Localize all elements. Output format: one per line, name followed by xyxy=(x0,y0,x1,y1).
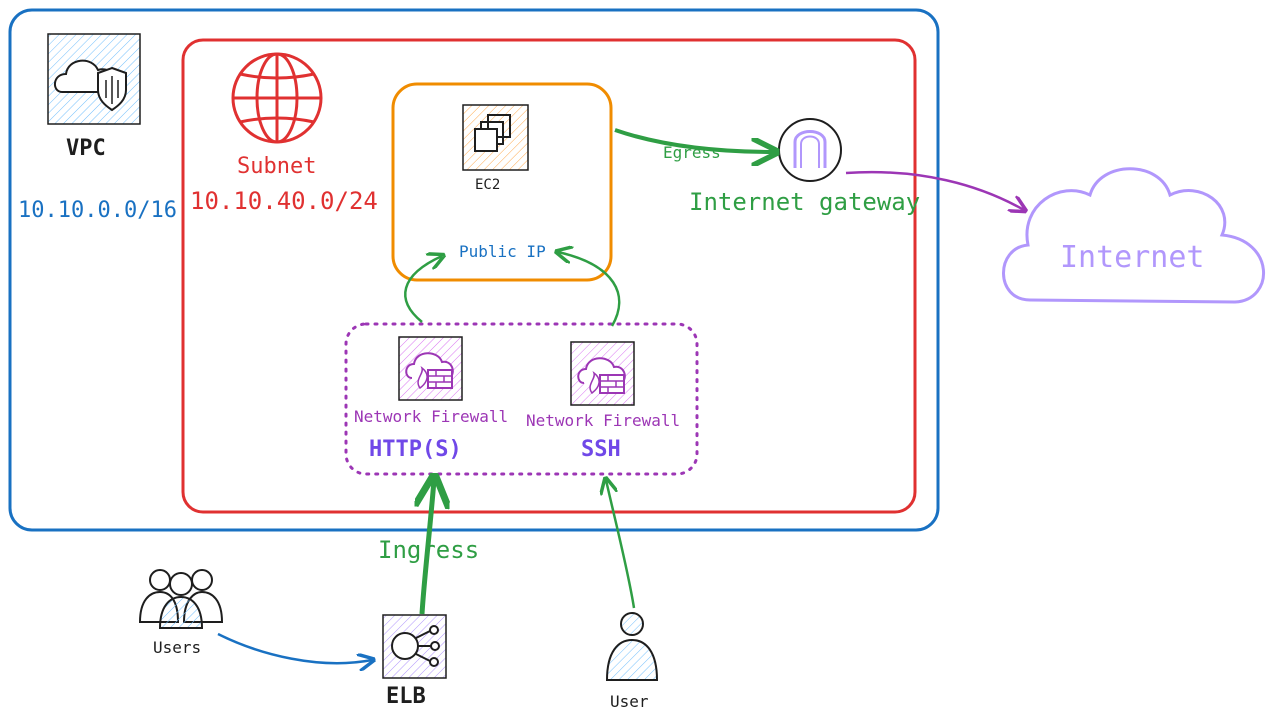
vpc-title: VPC xyxy=(66,136,106,161)
firewall-protocol-http: HTTP(S) xyxy=(369,437,462,462)
internet-gateway-icon xyxy=(778,118,842,182)
vpc-icon xyxy=(47,33,141,125)
users-icon xyxy=(138,569,224,629)
egress-label: Egress xyxy=(663,143,721,162)
elb-icon xyxy=(382,614,447,679)
subnet-boundary xyxy=(181,38,917,514)
fw-http-to-ec2-arrow xyxy=(404,256,442,323)
subnet-title: Subnet xyxy=(237,154,317,179)
internet-cloud-icon xyxy=(1002,167,1266,304)
internet-gateway-label: Internet gateway xyxy=(689,188,921,216)
user-icon xyxy=(605,612,659,681)
subnet-cidr: 10.10.40.0/24 xyxy=(190,187,378,215)
internet-arrow xyxy=(845,170,1024,210)
user-to-ssh-arrow xyxy=(606,480,636,609)
firewall-protocol-ssh: SSH xyxy=(581,437,621,462)
firewall-label-2: Network Firewall xyxy=(526,411,681,430)
public-ip-label: Public IP xyxy=(459,242,546,261)
users-to-elb-arrow xyxy=(217,632,372,663)
fw-ssh-to-ec2-arrow xyxy=(558,252,621,327)
ingress-arrow xyxy=(422,480,434,615)
elb-label: ELB xyxy=(386,684,426,709)
ec2-boundary xyxy=(391,82,613,282)
egress-arrow xyxy=(614,128,774,152)
network-firewall-icon xyxy=(398,336,463,401)
vpc-boundary xyxy=(8,8,940,532)
ec2-icon xyxy=(462,104,529,171)
vpc-cidr: 10.10.0.0/16 xyxy=(18,198,177,223)
network-firewall-icon xyxy=(570,341,635,406)
internet-label: Internet xyxy=(1060,240,1205,275)
ec2-label: EC2 xyxy=(475,177,501,193)
users-label: Users xyxy=(153,638,202,657)
globe-icon xyxy=(231,52,323,144)
firewall-group xyxy=(344,322,699,476)
user-label: User xyxy=(610,692,649,711)
ingress-label: Ingress xyxy=(378,536,480,564)
firewall-label-1: Network Firewall xyxy=(354,407,509,426)
